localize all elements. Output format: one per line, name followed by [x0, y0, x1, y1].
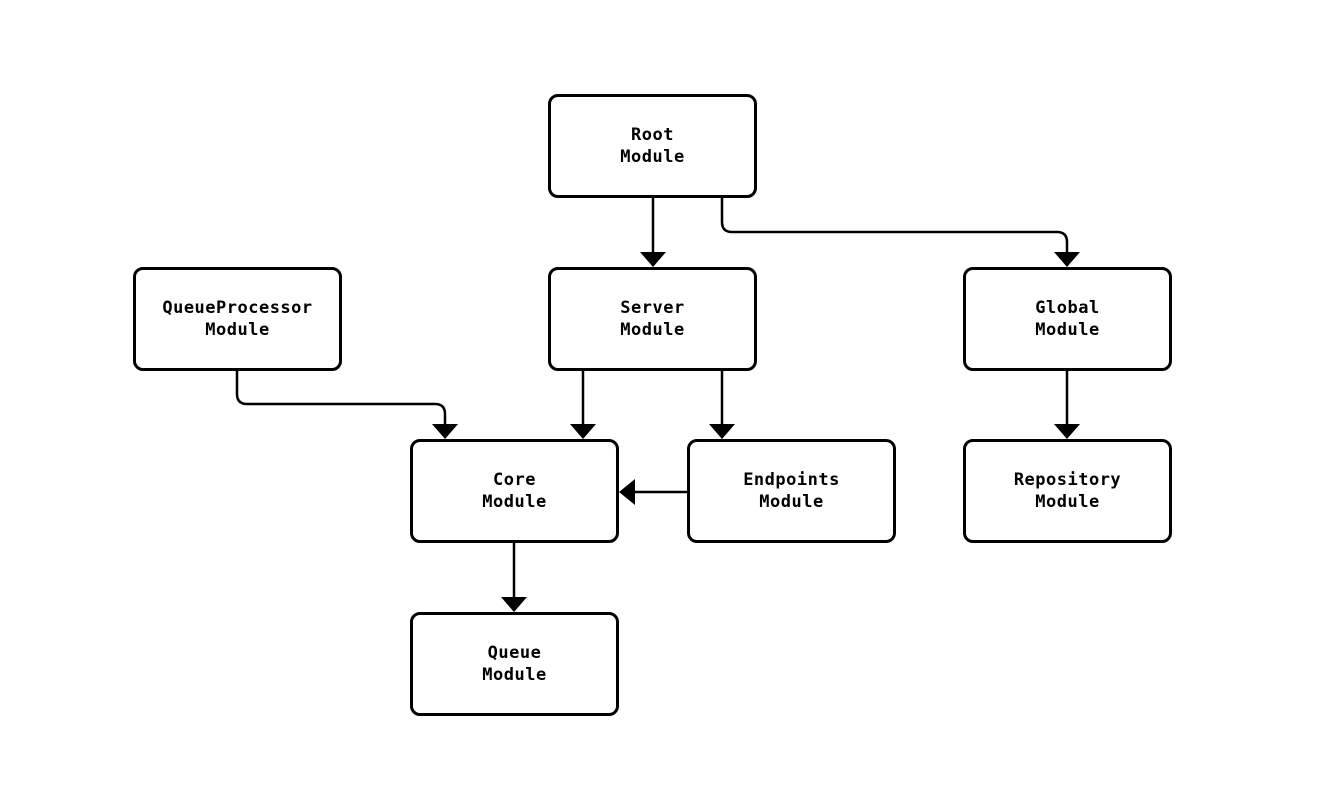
- arrowhead-left-icon: [619, 479, 635, 505]
- node-global-module: Global Module: [963, 267, 1172, 371]
- node-label: Repository Module: [1013, 470, 1122, 512]
- node-label: Global Module: [1035, 298, 1100, 340]
- edge-endpoints-to-core: [619, 479, 689, 505]
- arrowhead-down-icon: [432, 424, 458, 439]
- node-root-module: Root Module: [548, 94, 757, 198]
- node-queue-module: Queue Module: [410, 612, 619, 716]
- node-repository-module: Repository Module: [963, 439, 1172, 543]
- node-core-module: Core Module: [410, 439, 619, 543]
- arrowhead-down-icon: [709, 424, 735, 439]
- arrowhead-down-icon: [640, 252, 666, 267]
- edge-root-to-global: [720, 196, 1080, 267]
- node-label: Core Module: [482, 470, 547, 512]
- edge-root-to-server: [640, 196, 666, 267]
- node-label: Queue Module: [482, 643, 547, 685]
- arrowhead-down-icon: [570, 424, 596, 439]
- node-server-module: Server Module: [548, 267, 757, 371]
- edge-server-to-core: [570, 369, 596, 439]
- node-endpoints-module: Endpoints Module: [687, 439, 896, 543]
- edge-server-to-endpoints: [709, 369, 735, 439]
- node-label: Root Module: [620, 125, 685, 167]
- edge-queueprocessor-to-core: [235, 369, 458, 439]
- arrowhead-down-icon: [1054, 252, 1080, 267]
- edge-global-to-repository: [1054, 369, 1080, 439]
- node-label: Server Module: [620, 298, 685, 340]
- node-queueprocessor-module: QueueProcessor Module: [133, 267, 342, 371]
- edge-core-to-queue: [501, 542, 527, 612]
- node-label: Endpoints Module: [743, 470, 840, 512]
- arrowhead-down-icon: [1054, 424, 1080, 439]
- arrowhead-down-icon: [501, 597, 527, 612]
- node-label: QueueProcessor Module: [162, 298, 313, 340]
